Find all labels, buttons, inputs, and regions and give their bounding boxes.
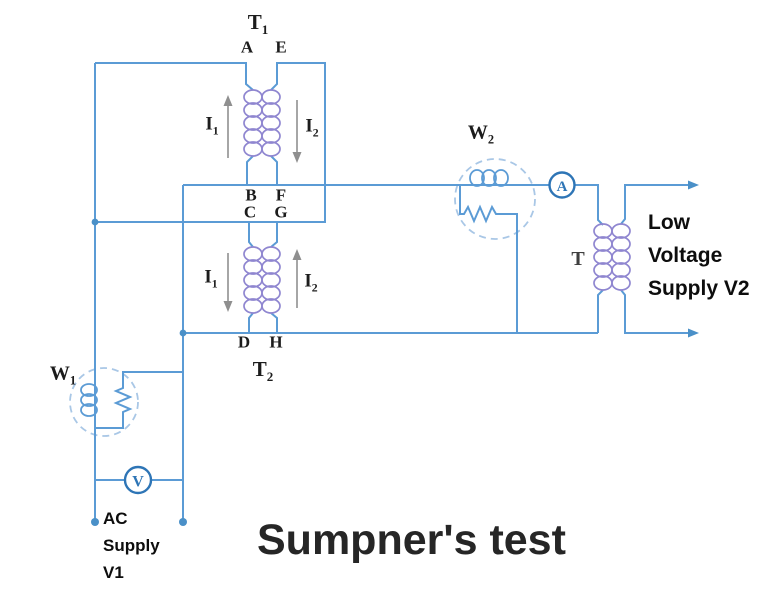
terminal-g: G: [274, 202, 288, 222]
t2-name: T2: [252, 356, 274, 385]
wire-f-lead: [270, 155, 278, 185]
supply-terminal-dot-icon: [91, 518, 99, 526]
wire-t-primary-bottom: [597, 289, 604, 333]
junction-dot-icon: [179, 329, 187, 337]
voltmeter: V: [123, 465, 153, 495]
wire-c-lead: [248, 222, 254, 248]
t2-secondary-coil-icon: [261, 246, 281, 314]
ammeter: A: [548, 171, 576, 199]
wire-t-secondary-top: [620, 184, 690, 225]
terminal-b: B: [245, 185, 257, 205]
wattmeter1-name: W1: [49, 362, 77, 388]
wires: [94, 62, 690, 522]
wattmeter2-voltage-coil-resistor: [459, 185, 518, 333]
terminal-d: D: [237, 332, 251, 352]
wattmeter2-dashed-circle-icon: [454, 158, 536, 240]
wattmeter1-dashed-circle-icon: [69, 367, 139, 437]
current-arrows: [223, 95, 302, 312]
wire-a-branch: [95, 62, 254, 91]
t1-name: T1: [247, 9, 269, 38]
t2-primary-coil-icon: [243, 246, 263, 314]
terminal-f: F: [275, 185, 287, 205]
diagram-title: Sumpner's test: [257, 516, 566, 564]
t1-primary-coil-icon: [243, 89, 263, 157]
wire-t-secondary-bottom: [620, 289, 690, 334]
wire-g-lead: [270, 222, 278, 248]
aux-transformer-name: T: [571, 248, 585, 270]
wire-ammeter-to-t: [575, 184, 604, 226]
wattmeter1-current-coil-icon: [80, 383, 98, 417]
terminal-e: E: [275, 37, 287, 57]
wire-h-lead: [270, 312, 278, 333]
junction-dots: [91, 218, 187, 526]
arrow-terminal-icon: [688, 180, 699, 190]
voltmeter-label: V: [132, 474, 144, 491]
ac-supply-label: AC Supply V1: [103, 509, 160, 582]
ammeter-label: A: [557, 179, 568, 195]
t2-current-i1-label: I1: [204, 266, 218, 291]
wattmeter2-current-coil-icon: [469, 169, 509, 187]
terminal-a: A: [240, 37, 254, 57]
terminal-c: C: [243, 202, 257, 222]
terminal-h: H: [269, 332, 283, 352]
ammeter-circle-icon: [548, 171, 576, 199]
wire-b-lead: [246, 155, 254, 185]
t1-current-i2-label: I2: [305, 115, 319, 140]
v2-supply-terminals: [688, 180, 699, 338]
t2-current-i2-label: I2: [304, 270, 318, 295]
aux-transformer-primary-coil-icon: [593, 223, 613, 291]
low-voltage-supply-label: Low Voltage Supply V2: [648, 211, 750, 300]
arrow-terminal-icon: [688, 328, 699, 338]
aux-transformer-secondary-coil-icon: [611, 223, 631, 291]
t1-current-i1-label: I1: [205, 113, 219, 138]
wattmeter2-name: W2: [467, 121, 495, 147]
wattmeter1-voltage-coil-resistor: [95, 371, 182, 429]
wire-e-to-g-and-cg-line: [95, 62, 326, 223]
voltmeter-circle-icon: [123, 465, 153, 495]
supply-terminal-dot-icon: [179, 518, 187, 526]
wire-d-lead: [248, 312, 254, 333]
junction-dot-icon: [91, 218, 99, 226]
t1-secondary-coil-icon: [261, 89, 281, 157]
